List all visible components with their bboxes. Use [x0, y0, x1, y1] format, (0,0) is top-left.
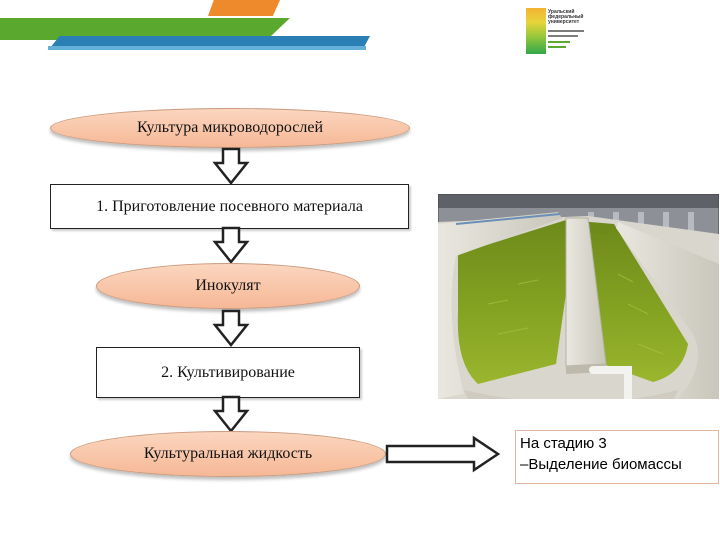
- logo-tagline-2: [548, 35, 578, 37]
- logo-tagline-4: [548, 46, 566, 48]
- logo-tagline-1: [548, 30, 584, 32]
- logo-line-2: федеральный: [548, 14, 584, 20]
- down-arrow-2: [212, 226, 250, 265]
- node-microalgae-culture: Культура микроводорослей: [50, 108, 410, 148]
- right-arrow: [385, 435, 501, 473]
- down-arrow-3: [212, 309, 250, 348]
- header-stripe-blue-light: [48, 46, 366, 50]
- node-microalgae-culture-label: Культура микроводорослей: [136, 119, 324, 136]
- down-arrow-1: [212, 147, 250, 186]
- node-inoculum: Инокулят: [96, 263, 360, 309]
- stage-3-note-line-2: –Выделение биомассы: [520, 456, 682, 473]
- stage-3-note: На стадию 3 –Выделение биомассы: [515, 430, 719, 484]
- node-seed-preparation-label: 1. Приготовление посевного материала: [96, 197, 363, 215]
- node-seed-preparation: 1. Приготовление посевного материала: [50, 184, 409, 229]
- stage-3-note-line-1: На стадию 3: [520, 435, 607, 452]
- node-culture-liquid: Культуральная жидкость: [70, 431, 386, 477]
- node-inoculum-label: Инокулят: [195, 277, 261, 294]
- logo-line-1: Уральский: [548, 9, 575, 15]
- logo-color-bar: [526, 8, 546, 54]
- header-stripe-blue: [50, 36, 370, 48]
- raceway-pond-illustration: [438, 194, 719, 399]
- university-logo: Уральский федеральный университет: [526, 8, 596, 54]
- logo-line-3: университет: [548, 19, 580, 25]
- raceway-pond-photo: [438, 194, 719, 399]
- node-cultivation: 2. Культивирование: [96, 347, 360, 398]
- down-arrow-4: [212, 395, 250, 434]
- header-stripe-green: [0, 18, 290, 40]
- node-cultivation-label: 2. Культивирование: [161, 363, 295, 381]
- logo-text: Уральский федеральный университет: [548, 10, 598, 25]
- logo-tagline-3: [548, 41, 570, 43]
- node-culture-liquid-label: Культуральная жидкость: [143, 445, 313, 462]
- header-stripe-orange: [208, 0, 280, 16]
